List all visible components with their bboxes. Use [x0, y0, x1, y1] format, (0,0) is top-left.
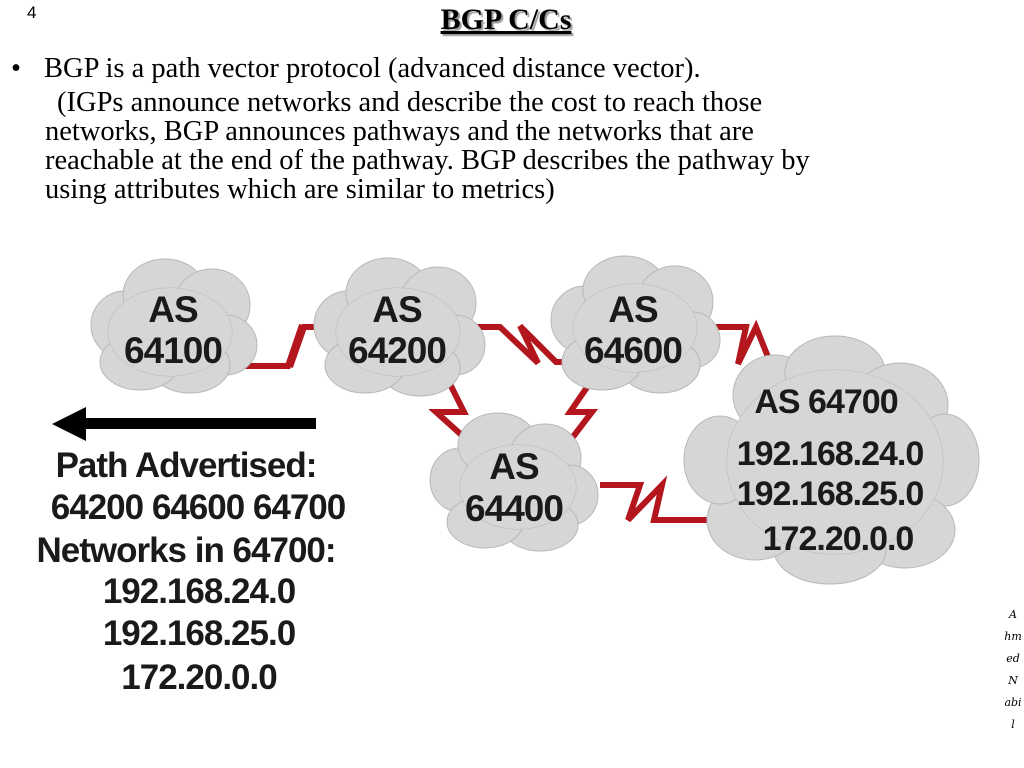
advert-line: Path Advertised: [56, 446, 317, 485]
advert-line: 172.20.0.0 [121, 658, 277, 697]
cloud-label-as64400-l1: AS [489, 446, 539, 487]
cloud-label-as64100-l1: AS [148, 289, 198, 330]
link-64200-64400 [428, 370, 479, 451]
cloud-label-as64700-l3: 192.168.25.0 [737, 475, 924, 513]
cloud-label-as64400-l2: 64400 [465, 488, 563, 529]
slide-number: 4 [27, 3, 37, 22]
cloud-as64100 [90, 258, 258, 394]
bullet-paragraph: (IGPs announce networks and describe the… [45, 88, 985, 204]
author-part: hm [1004, 630, 1022, 643]
advert-line: 192.168.24.0 [103, 572, 296, 611]
arrow-head [52, 407, 86, 441]
arrow-shaft [80, 418, 316, 429]
cloud-label-as64700-l2: 192.168.24.0 [737, 435, 924, 473]
cloud-as64700 [683, 335, 980, 585]
slide-title: BGP C/Cs [440, 3, 572, 36]
cloud-label-as64600-l2: 64600 [584, 330, 682, 371]
cloud-label-as64200-l1: AS [372, 289, 422, 330]
cloud-as64600 [550, 255, 721, 394]
advert-line: 192.168.25.0 [103, 614, 296, 653]
link-64200-64600 [458, 323, 568, 366]
author-part: ed [1006, 652, 1020, 665]
paragraph-line: (IGPs announce networks and describe the… [57, 87, 763, 118]
cloud-as64400 [429, 412, 599, 552]
author-part: N [1008, 674, 1018, 687]
link-64600-64400 [563, 378, 599, 448]
author-signature: A hm ed N abi l [1000, 604, 1024, 736]
paragraph-line: reachable at the end of the pathway. BGP… [45, 145, 810, 176]
cloud-label-as64700-l1: AS 64700 [754, 383, 897, 421]
clouds [90, 255, 980, 585]
bullet-text: BGP is a path vector protocol (advanced … [44, 53, 701, 84]
bullet-marker: • [11, 53, 21, 84]
link-64400-64700 [600, 475, 722, 523]
path-advertised-text: Path Advertised: 64200 64600 64700 Netwo… [36, 446, 346, 697]
cloud-labels: AS 64100 AS 64200 AS 64600 AS 64400 AS 6… [124, 289, 924, 558]
author-part: A [1009, 608, 1017, 621]
left-arrow [52, 407, 316, 441]
cloud-label-as64600-l1: AS [608, 289, 658, 330]
paragraph-line: networks, BGP announces pathways and the… [45, 116, 754, 147]
cloud-as64200 [313, 257, 486, 397]
author-part: abi [1004, 696, 1022, 709]
bullet-item: • BGP is a path vector protocol (advanced… [11, 52, 701, 86]
cloud-label-as64100-l2: 64100 [124, 330, 222, 371]
advert-line: Networks in 64700: [36, 531, 335, 570]
cloud-label-as64200-l2: 64200 [348, 330, 446, 371]
author-part: l [1011, 718, 1015, 731]
advert-line: 64200 64600 64700 [51, 488, 346, 527]
link-64100-64200 [228, 324, 326, 369]
cloud-label-as64700-l4: 172.20.0.0 [763, 520, 914, 558]
paragraph-line: using attributes which are similar to me… [45, 174, 555, 205]
